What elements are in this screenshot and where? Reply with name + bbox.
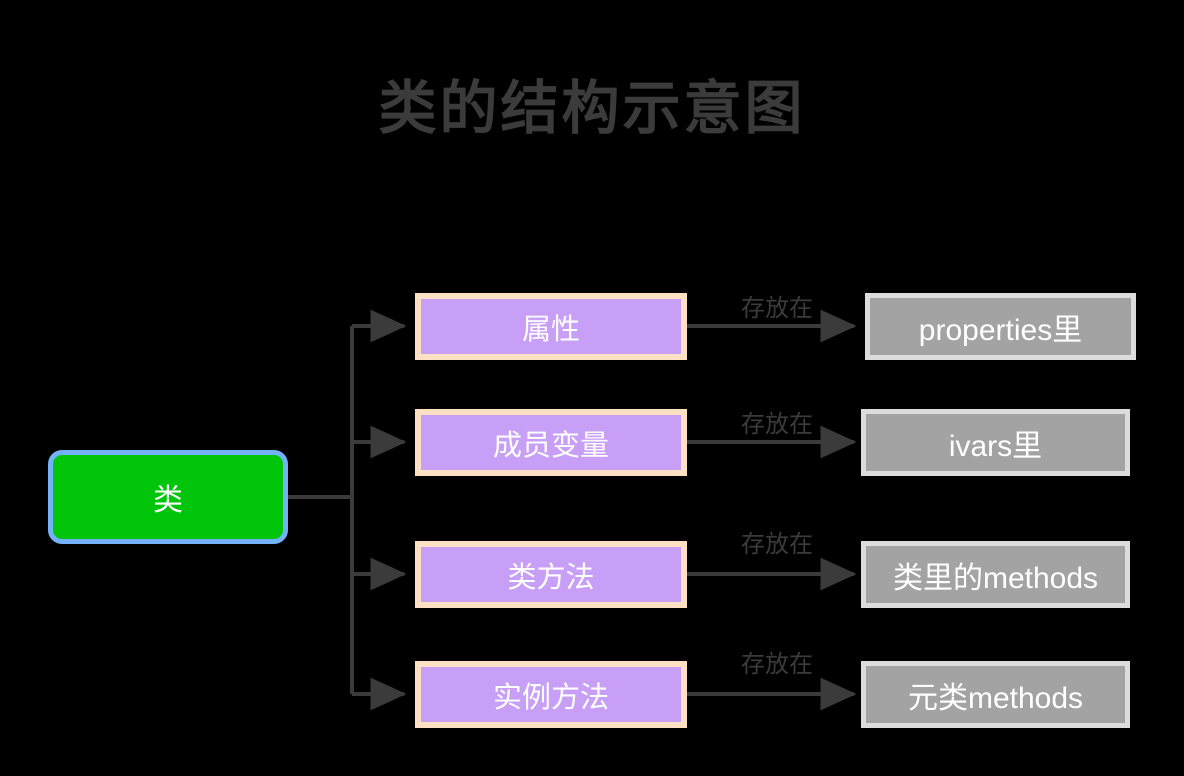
- node-member-attribute[interactable]: 属性: [415, 293, 687, 360]
- node-storage-ivars[interactable]: ivars里: [861, 409, 1130, 476]
- node-storage-label: 元类methods: [907, 681, 1084, 715]
- node-root-label: 类: [153, 484, 183, 517]
- node-member-instance-method[interactable]: 实例方法: [415, 661, 687, 728]
- node-storage-properties[interactable]: properties里: [865, 293, 1136, 360]
- node-member-label: 成员变量: [492, 429, 609, 462]
- edge-label-store-1: 存放在: [741, 296, 813, 322]
- node-storage-label: properties里: [918, 313, 1083, 347]
- node-storage-class-methods[interactable]: 类里的methods: [861, 541, 1130, 608]
- node-root-class[interactable]: 类: [48, 450, 288, 544]
- node-member-ivar[interactable]: 成员变量: [415, 409, 687, 476]
- node-member-label: 类方法: [507, 561, 595, 594]
- node-storage-label: ivars里: [948, 429, 1043, 463]
- edge-label-store-4: 存放在: [741, 652, 813, 678]
- node-storage-meta-methods[interactable]: 元类methods: [861, 661, 1130, 728]
- node-member-class-method[interactable]: 类方法: [415, 541, 687, 608]
- page-title: 类的结构示意图: [378, 76, 806, 141]
- node-member-label: 实例方法: [492, 681, 609, 714]
- edge-label-store-3: 存放在: [741, 532, 813, 558]
- node-storage-label: 类里的methods: [892, 561, 1099, 595]
- edge-label-store-2: 存放在: [741, 412, 813, 438]
- node-member-label: 属性: [521, 313, 580, 346]
